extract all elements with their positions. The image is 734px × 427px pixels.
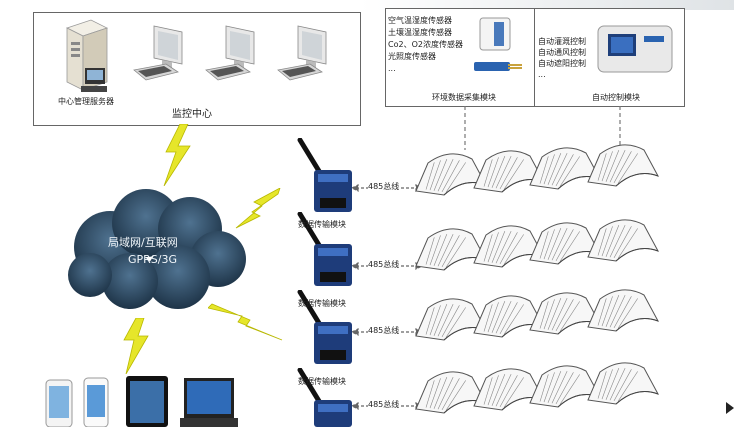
greenhouse-icon [529,365,602,408]
network-label-2: GPRS/3G [128,253,178,266]
control-item: ... [538,70,546,79]
greenhouse-icon [587,362,660,405]
transmission-module-label: 数据传输模块 [298,299,346,308]
monitor-center-title: 监控中心 [172,109,212,120]
network-label-1: 局域网/互联网 [108,236,178,249]
lightning-icon [208,303,283,341]
lightning-icon [235,188,281,229]
next-arrow-icon [726,402,734,414]
sensor-item: 光照度传感器 [388,52,436,61]
control-module-title: 自动控制模块 [592,93,640,102]
bus-label: 485总线 [368,182,400,191]
env-module-title: 环境数据采集模块 [432,93,496,102]
greenhouse-icon [529,147,602,190]
tablet-icon [126,376,168,427]
server-label: 中心管理服务器 [58,97,114,106]
transmission-module-label: 数据传输模块 [298,377,346,386]
module-connectors [464,106,621,150]
greenhouse-icon [529,292,602,335]
radio-module-icon [297,138,352,212]
greenhouse-grid [415,144,660,414]
lightning-icon [123,318,149,374]
phone-icon [45,379,73,427]
phone-icon [83,377,109,427]
controller-device-icon [597,25,673,73]
control-item: 自动遮阳控制 [538,59,586,68]
radio-module-icon [297,212,352,286]
bus-label: 485总线 [368,260,400,269]
radio-module-icon [297,290,352,364]
greenhouse-icon [587,289,660,332]
computer-icon [205,25,255,81]
computer-icon [277,25,327,81]
sensor-device-icon [474,17,522,71]
radio-module-icon [297,368,352,427]
sensor-item: 空气温湿度传感器 [388,16,452,25]
transmission-module-label: 数据传输模块 [298,220,346,229]
env-module-box [385,8,536,107]
server-icon [65,19,109,92]
greenhouse-icon [415,228,488,271]
control-item: 自动通风控制 [538,48,586,57]
sensor-item: 土壤温湿度传感器 [388,28,452,37]
greenhouse-icon [415,153,488,196]
bus-label: 485总线 [368,326,400,335]
greenhouse-icon [587,219,660,262]
sensor-item: ... [388,64,396,73]
greenhouse-icon [587,144,660,187]
greenhouse-icon [529,222,602,265]
network-cloud-icon [68,189,246,309]
lightning-icon [163,124,191,186]
computer-icon [133,25,183,81]
laptop-icon [180,378,238,427]
top-bar [360,0,734,10]
greenhouse-icon [415,298,488,341]
sensor-item: Co2、O2浓度传感器 [388,40,463,49]
control-item: 自动灌溉控制 [538,37,586,46]
bus-label: 485总线 [368,400,400,409]
greenhouse-icon [415,371,488,414]
